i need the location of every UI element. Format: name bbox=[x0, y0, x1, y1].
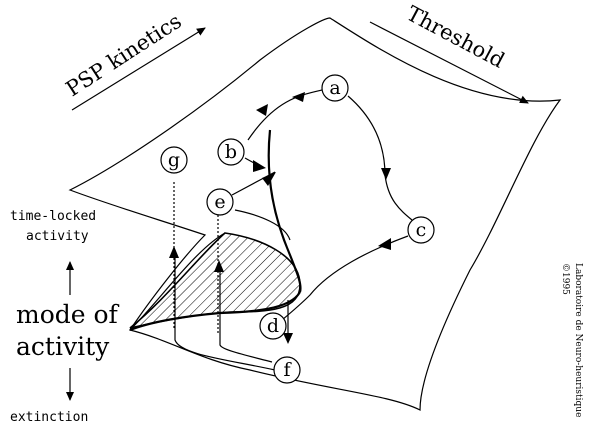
node-e-circle bbox=[206, 188, 234, 216]
node-b-circle bbox=[217, 138, 245, 166]
trajectory-c-d bbox=[281, 235, 409, 321]
time-locked-label-line2: activity bbox=[26, 229, 89, 244]
node-e-label: e bbox=[214, 191, 225, 213]
arrowhead-c-d bbox=[378, 238, 391, 250]
trajectory-a-b bbox=[247, 89, 323, 141]
mode-of-activity-label-line2: activity bbox=[16, 332, 110, 361]
psp-kinetics-arrow bbox=[71, 27, 206, 111]
node-c: c bbox=[407, 216, 435, 244]
arrowhead-a-c bbox=[381, 168, 391, 180]
node-a: a bbox=[321, 74, 349, 102]
arrowhead-left-up bbox=[169, 246, 179, 258]
node-g: g bbox=[160, 146, 188, 174]
arrowhead-b-fold bbox=[253, 160, 266, 172]
node-d: d bbox=[259, 312, 287, 340]
mode-of-activity-label-line1: mode of bbox=[16, 300, 120, 329]
threshold-arrow bbox=[369, 21, 529, 104]
threshold-label: Threshold bbox=[403, 1, 509, 72]
node-a-circle bbox=[321, 74, 349, 102]
node-b-label: b bbox=[225, 141, 237, 163]
node-a-label: a bbox=[329, 77, 340, 99]
node-g-circle bbox=[160, 146, 188, 174]
credit-line2: ©1995 bbox=[560, 263, 570, 295]
surface-sheet bbox=[68, 17, 562, 411]
node-c-circle bbox=[407, 216, 435, 244]
trajectory-e-fold bbox=[231, 171, 276, 196]
trajectory-arrowheads bbox=[169, 92, 391, 344]
trajectory-f-left bbox=[174, 250, 276, 371]
arrowhead-a-b-2 bbox=[256, 104, 268, 116]
trajectory-e-d bbox=[234, 209, 291, 241]
node-g-label: g bbox=[168, 149, 180, 171]
extinction-label: extinction bbox=[10, 410, 88, 425]
credit-line1: Laboratoire de Neuro-heuristique bbox=[573, 263, 583, 417]
node-e: e bbox=[206, 188, 234, 216]
psp-kinetics-label: PSP kinetics bbox=[62, 9, 186, 101]
trajectory-a-c bbox=[347, 95, 413, 221]
arrowhead-e-fold bbox=[262, 172, 276, 186]
time-locked-label-line1: time-locked bbox=[10, 209, 96, 224]
trajectory-f-mid bbox=[219, 265, 273, 363]
fold-curve-left bbox=[129, 232, 226, 331]
fold-curve-upper bbox=[267, 129, 302, 293]
node-f: f bbox=[273, 356, 301, 384]
arrowhead-d-f bbox=[283, 333, 293, 344]
node-f-label: f bbox=[283, 359, 292, 381]
node-f-circle bbox=[273, 356, 301, 384]
node-b: b bbox=[217, 138, 245, 166]
arrowhead-mid-up bbox=[214, 260, 224, 272]
node-d-circle bbox=[259, 312, 287, 340]
node-c-label: c bbox=[416, 219, 427, 241]
node-d-label: d bbox=[267, 315, 279, 337]
arrowhead-a-b-1 bbox=[292, 92, 305, 102]
